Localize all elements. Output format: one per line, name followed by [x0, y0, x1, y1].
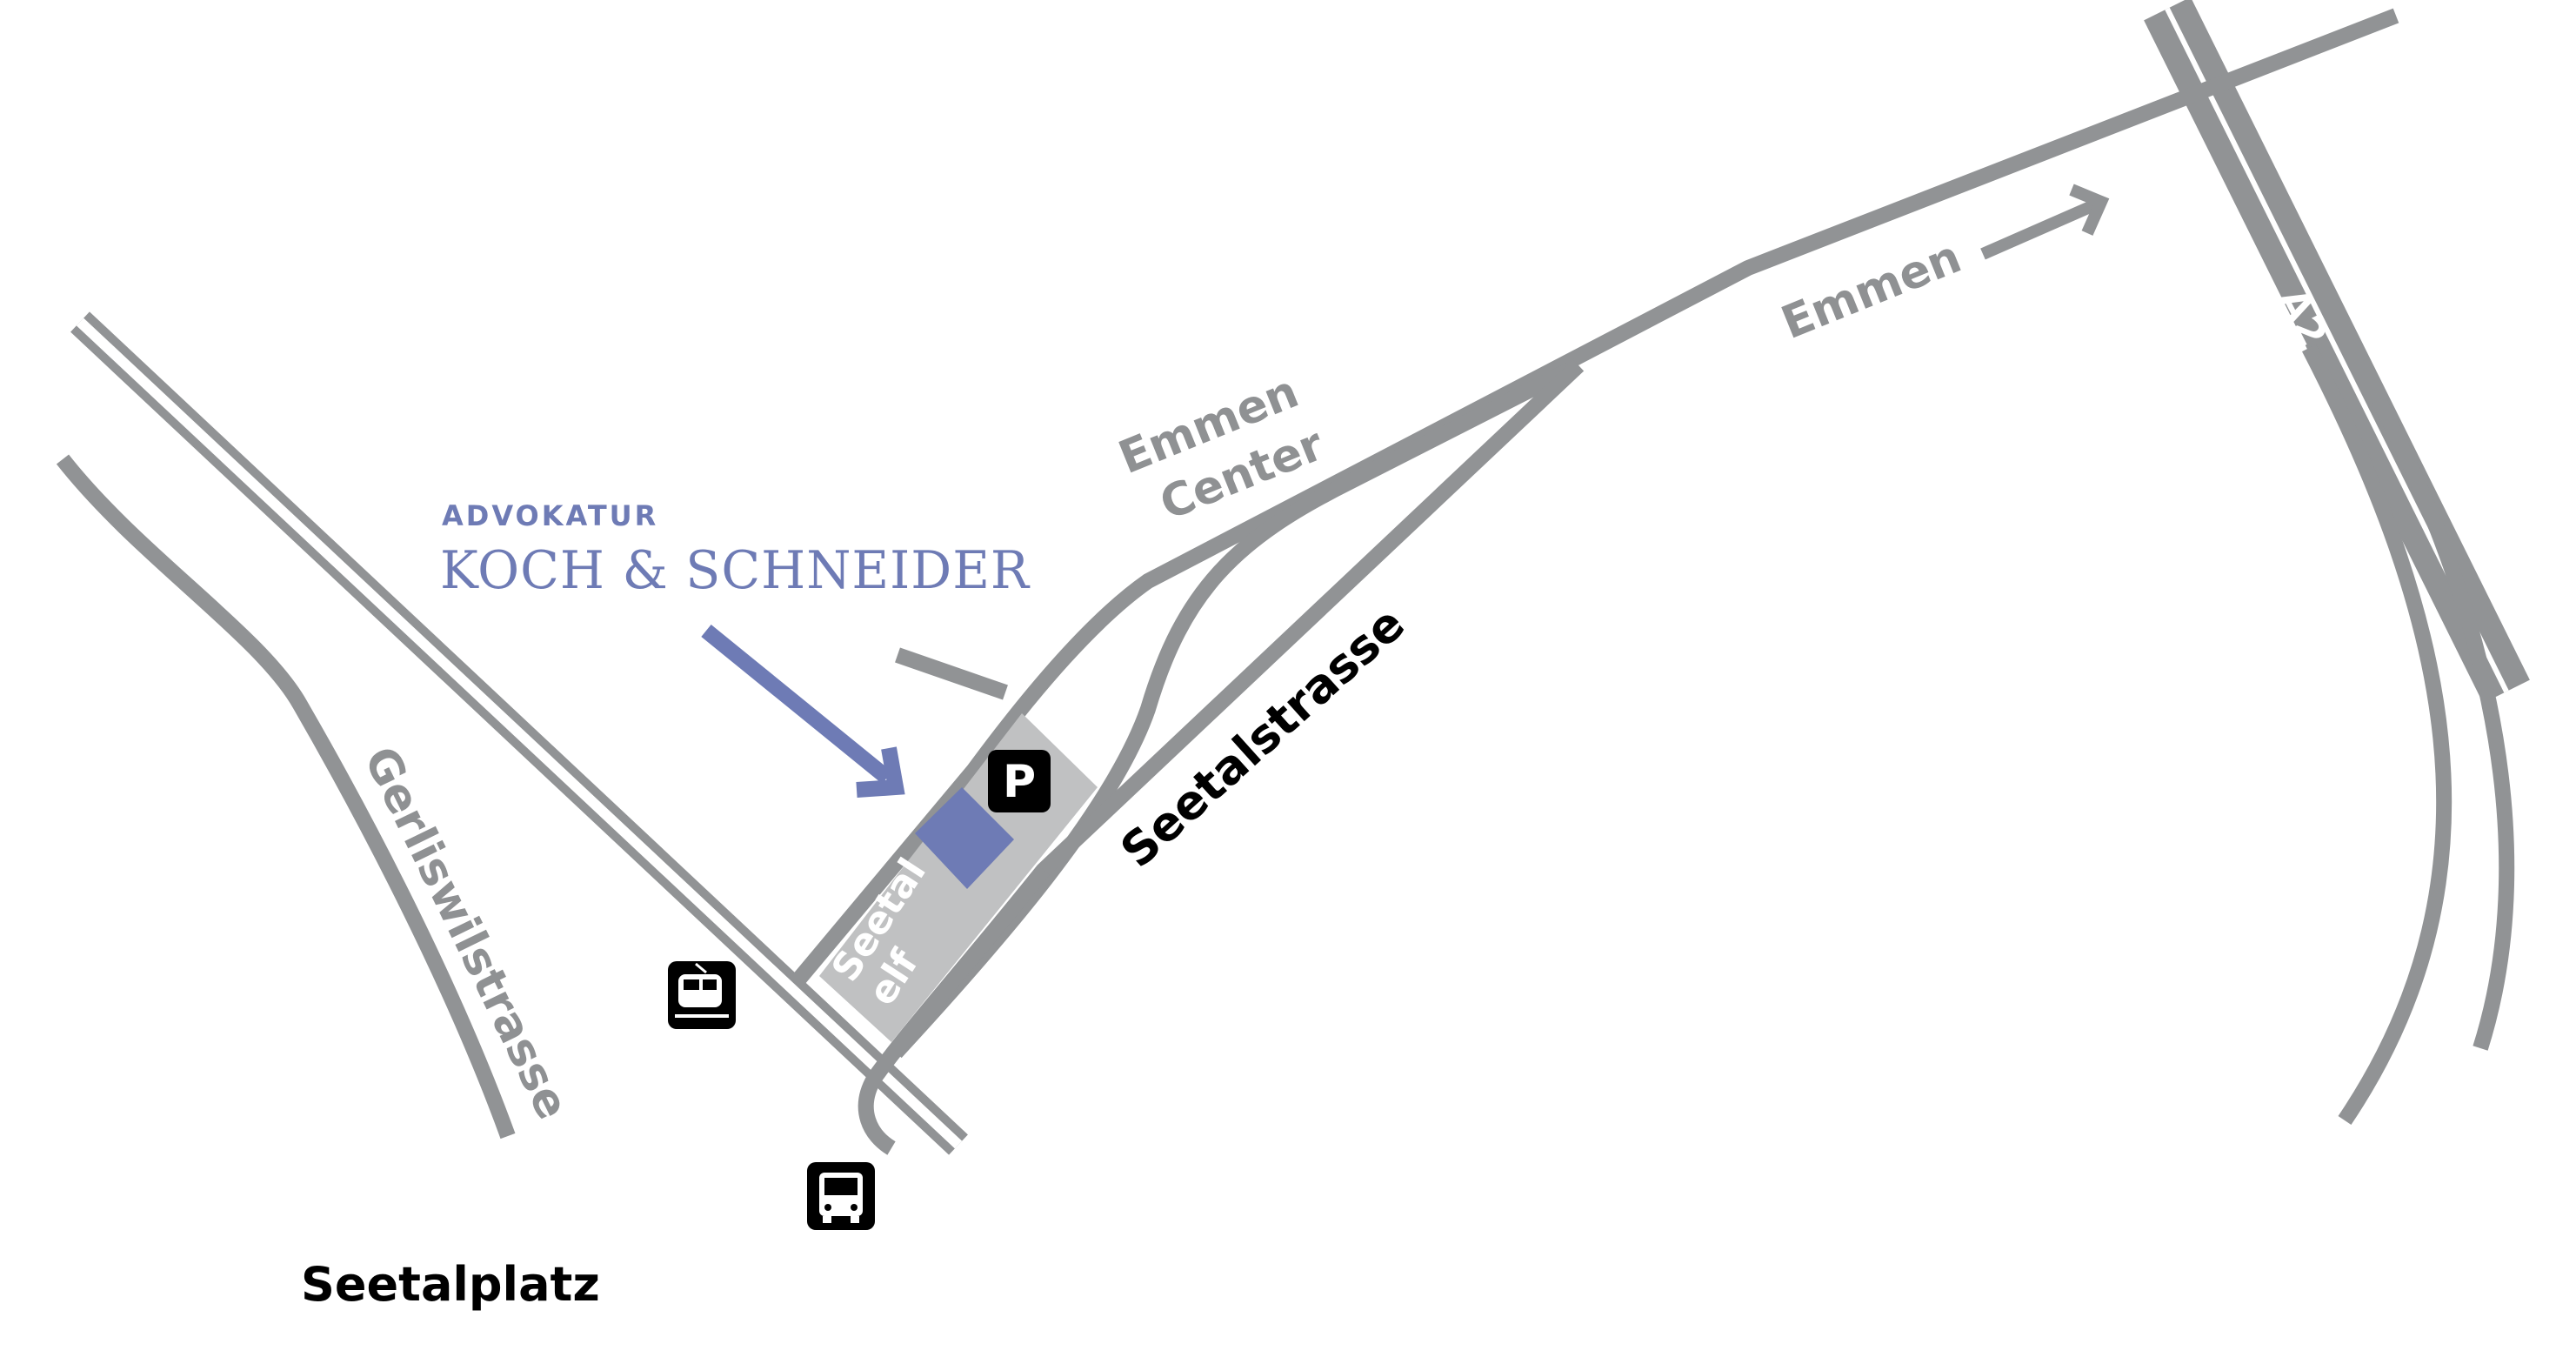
emmen-direction-arrow-icon [1980, 184, 2110, 260]
firm-line1: ADVOKATUR [442, 499, 658, 532]
gerliswilstrasse-label: Gerliswilstrasse [353, 739, 578, 1127]
seetalplatz-connector-road [858, 865, 1051, 1155]
side-access-road [895, 647, 1008, 700]
emmen-main-road [790, 8, 2399, 988]
svg-text:P: P [1003, 756, 1036, 808]
a2-motorway [2144, 0, 2530, 1126]
train-icon [668, 961, 736, 1029]
parking-icon: P [988, 750, 1051, 812]
office-building [915, 787, 1014, 889]
seetalplatz-label: Seetalplatz [301, 1257, 600, 1312]
railway-line [70, 311, 968, 1155]
arrow-icon [701, 625, 905, 798]
bus-icon [807, 1162, 875, 1230]
seetalstrasse-label: Seetalstrasse [1111, 596, 1415, 878]
firm-line2: KOCH & SCHNEIDER [440, 540, 1031, 601]
gerliswilstrasse-road [56, 454, 516, 1140]
